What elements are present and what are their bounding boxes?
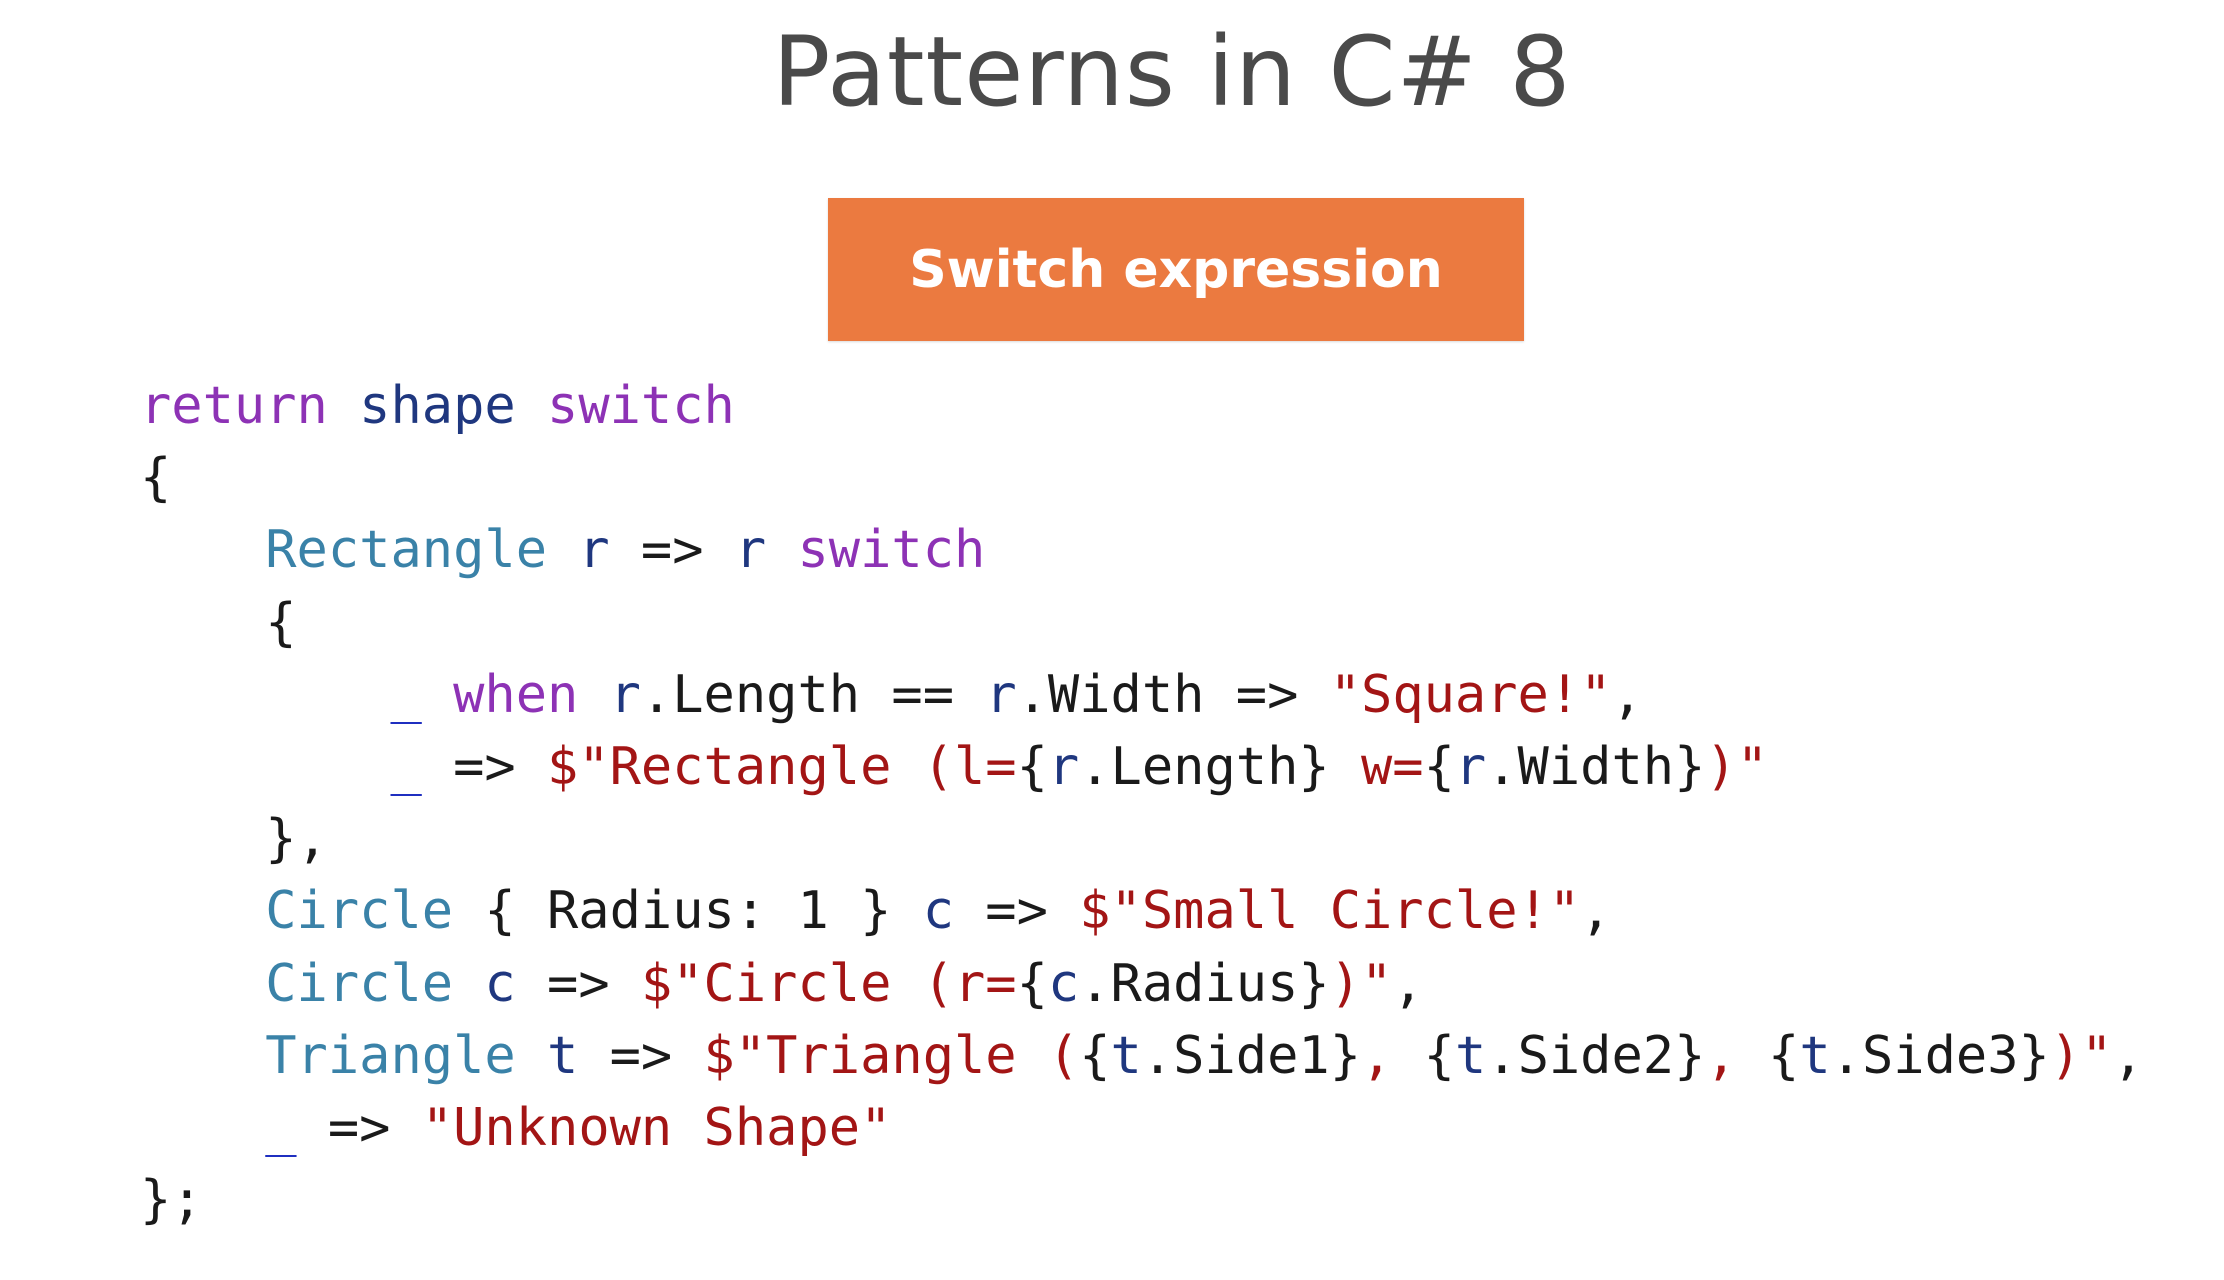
code-token: => xyxy=(296,1097,422,1158)
code-token: { xyxy=(1768,1025,1800,1086)
code-token xyxy=(140,1026,265,1086)
code-token xyxy=(140,1098,265,1158)
code-token: , xyxy=(1361,1025,1424,1086)
code-token xyxy=(140,881,265,941)
code-line-3: Rectangle r => r switch xyxy=(140,514,2144,586)
code-token: r xyxy=(985,664,1017,725)
code-token: _ xyxy=(265,1097,297,1158)
code-token: $"Small Circle!" xyxy=(1079,881,1581,942)
code-token: , xyxy=(1392,953,1424,1014)
code-token xyxy=(578,665,609,725)
code-token: shape xyxy=(359,376,516,436)
code-token: .Radius} xyxy=(1079,953,1330,1014)
code-token xyxy=(422,665,453,725)
code-token: => xyxy=(578,1025,704,1086)
code-token: { xyxy=(1016,736,1048,797)
code-token xyxy=(140,520,265,580)
code-line-5: _ when r.Length == r.Width => "Square!", xyxy=(140,659,2144,731)
code-token: $"Rectangle (l= xyxy=(547,736,1017,797)
slide-title: Patterns in C# 8 xyxy=(772,16,1572,128)
code-token: r xyxy=(1047,736,1080,797)
code-token: .Width => xyxy=(1016,664,1330,725)
code-token: r xyxy=(578,520,610,581)
code-token: , xyxy=(2112,1025,2144,1086)
code-token xyxy=(140,737,390,797)
code-token: , xyxy=(1611,664,1643,725)
code-token: w= xyxy=(1329,736,1424,797)
code-token xyxy=(453,954,484,1014)
code-token: }, xyxy=(140,809,328,870)
code-line-4: { xyxy=(140,587,2144,659)
code-token: .Width} xyxy=(1486,736,1706,797)
code-token: c xyxy=(1047,953,1080,1014)
code-token: $"Circle (r= xyxy=(640,953,1017,1014)
code-token: Triangle xyxy=(265,1025,516,1086)
code-token xyxy=(766,520,797,580)
code-token: { xyxy=(1423,736,1455,797)
code-token: , xyxy=(1580,881,1612,942)
code-token: { Radius: 1 } xyxy=(453,881,923,942)
code-token: _ xyxy=(390,664,422,725)
code-token: .Side1} xyxy=(1141,1025,1362,1086)
code-token: { xyxy=(1079,1025,1111,1086)
code-token: => xyxy=(609,520,735,581)
code-token: switch xyxy=(797,520,986,581)
code-token: => xyxy=(954,881,1080,942)
code-token: Circle xyxy=(265,953,454,1014)
code-token: .Side3} xyxy=(1830,1025,2050,1086)
code-token: , xyxy=(1705,1025,1769,1086)
code-token: $"Triangle ( xyxy=(703,1025,1080,1086)
code-token: Rectangle xyxy=(265,520,547,581)
code-line-11: _ => "Unknown Shape" xyxy=(140,1092,2144,1164)
code-line-2: { xyxy=(140,442,2144,514)
code-token: t xyxy=(1110,1025,1142,1086)
code-block: return shape switch{ Rectangle r => r sw… xyxy=(140,370,2144,1236)
code-token: )" xyxy=(1329,953,1393,1014)
code-token: t xyxy=(547,1025,579,1086)
code-token: Circle xyxy=(265,881,454,942)
code-token: => xyxy=(515,953,641,1014)
code-token: { xyxy=(140,592,297,653)
code-token: t xyxy=(1799,1025,1831,1086)
code-token xyxy=(140,954,265,1014)
code-token: return xyxy=(140,376,328,436)
code-token: .Length == xyxy=(640,664,986,725)
code-token: c xyxy=(484,953,516,1014)
code-token: "Unknown Shape" xyxy=(421,1097,892,1158)
code-token: c xyxy=(922,881,954,942)
code-line-10: Triangle t => $"Triangle ({t.Side1}, {t.… xyxy=(140,1020,2144,1092)
code-token: switch xyxy=(547,376,735,436)
code-token: )" xyxy=(1705,736,1769,797)
code-token xyxy=(140,665,390,725)
code-token: { xyxy=(1016,953,1048,1014)
code-token: _ xyxy=(390,736,422,797)
code-token: t xyxy=(1454,1025,1487,1086)
code-line-1: return shape switch xyxy=(140,370,2144,442)
code-line-8: Circle { Radius: 1 } c => $"Small Circle… xyxy=(140,875,2144,947)
code-token xyxy=(547,520,578,580)
code-token xyxy=(516,1026,547,1086)
code-line-7: }, xyxy=(140,803,2144,875)
code-token: => xyxy=(421,736,547,797)
code-token: { xyxy=(1423,1025,1455,1086)
code-token: .Side2} xyxy=(1486,1025,1706,1086)
switch-expression-badge: Switch expression xyxy=(828,198,1524,341)
code-token: r xyxy=(609,664,641,725)
code-token: .Length} xyxy=(1079,736,1330,797)
code-line-9: Circle c => $"Circle (r={c.Radius})", xyxy=(140,948,2144,1020)
code-token: r xyxy=(1454,736,1487,797)
code-token: }; xyxy=(140,1170,203,1231)
code-token: r xyxy=(734,520,767,581)
code-token: { xyxy=(140,448,172,509)
code-token: when xyxy=(453,664,579,725)
code-line-6: _ => $"Rectangle (l={r.Length} w={r.Widt… xyxy=(140,731,2144,803)
code-token: )" xyxy=(2049,1025,2113,1086)
code-line-12: }; xyxy=(140,1164,2144,1236)
code-token xyxy=(328,376,359,436)
code-token xyxy=(516,376,547,436)
code-token: "Square!" xyxy=(1329,664,1612,725)
